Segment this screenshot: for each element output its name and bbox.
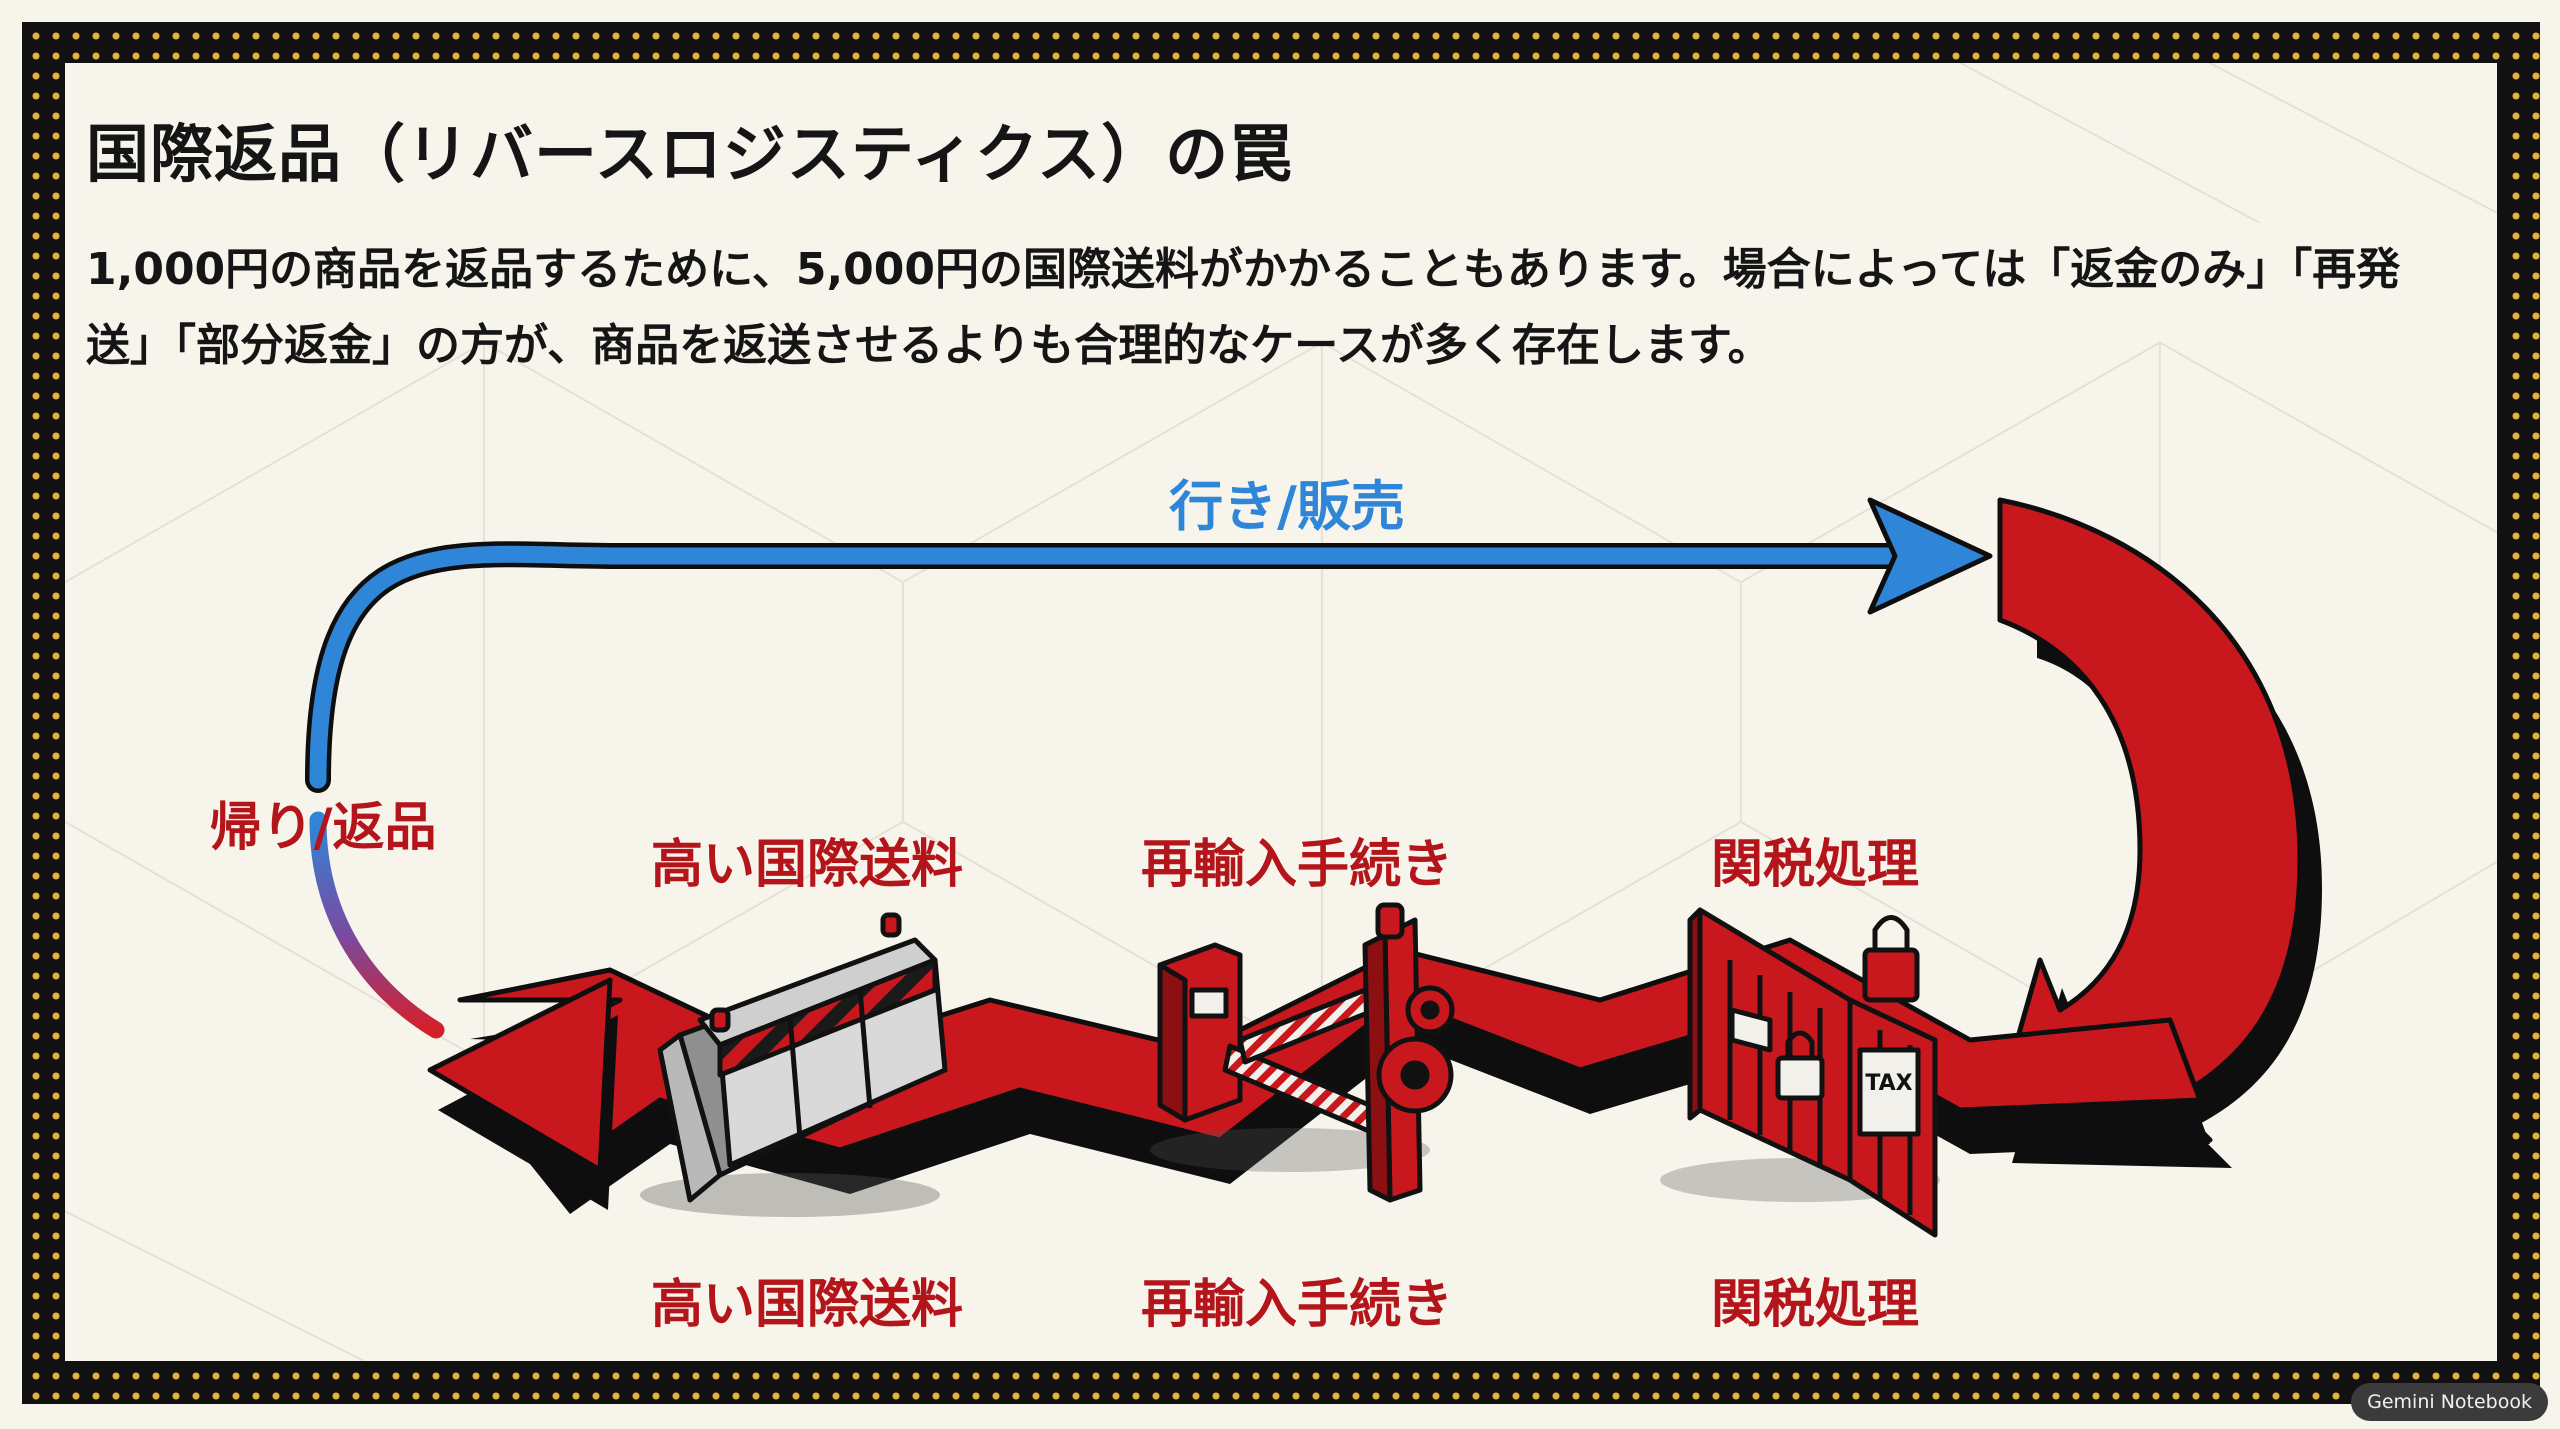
return-arrowhead bbox=[427, 977, 613, 1173]
locked-gate-icon: TAX bbox=[1660, 907, 1940, 1238]
return-arrow-curve bbox=[309, 811, 445, 1039]
outbound-arrow-shaft bbox=[305, 541, 1918, 793]
obstacle-label-customs-top: 関税処理 bbox=[1710, 835, 1920, 895]
concrete-barrier-icon bbox=[640, 912, 948, 1217]
obstacle-label-reimport-top: 再輸入手続き bbox=[1140, 835, 1454, 895]
outbound-label: 行き/販売 bbox=[1169, 475, 1405, 538]
slide-body-text: 1,000円の商品を返品するために、5,000円の国際送料がかかることもあります… bbox=[86, 244, 2401, 371]
obstacle-label-shipping-top: 高い国際送料 bbox=[650, 835, 964, 895]
outbound-arrowhead bbox=[1867, 497, 1993, 615]
outbound-arrow-line bbox=[309, 545, 1914, 789]
slide-title: 国際返品（リバースロジスティクス）の罠 bbox=[86, 118, 1294, 191]
customs-gate-icon bbox=[1150, 902, 1455, 1203]
obstacle-caption-customs: 関税処理 bbox=[1710, 1275, 1920, 1335]
tax-document-text: TAX bbox=[1865, 1071, 1912, 1096]
gemini-notebook-badge[interactable]: Gemini Notebook bbox=[2351, 1383, 2548, 1421]
return-label: 帰り/返品 bbox=[209, 798, 437, 858]
obstacle-caption-reimport: 再輸入手続き bbox=[1140, 1275, 1454, 1335]
obstacle-caption-shipping: 高い国際送料 bbox=[650, 1275, 964, 1335]
